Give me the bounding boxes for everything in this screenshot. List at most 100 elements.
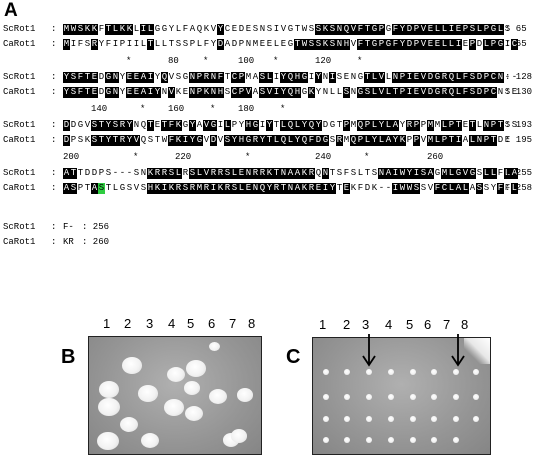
colony [167,367,185,382]
residue: A [385,135,392,146]
residue: S [504,120,511,130]
column-label-8: 8 [461,317,469,332]
residue: V [427,183,434,193]
residue: D [406,24,413,35]
residue: R [189,183,196,194]
residue: S [168,168,175,179]
residue: W [399,183,406,194]
residue: T [364,24,371,35]
residue: N [336,39,343,50]
residue: P [231,120,238,130]
residue: F [77,72,84,83]
residue: R [308,168,315,179]
residue: Y [105,120,112,131]
residue: P [441,135,448,146]
colony [231,429,248,443]
residue: N [322,87,329,97]
residue: L [112,183,119,193]
residue: S [336,168,343,178]
separator: : [51,222,57,232]
residue: A [252,87,259,97]
residue: F [105,39,112,49]
residue: R [119,120,126,131]
colony [185,406,203,421]
residue: P [378,24,385,35]
colony [344,437,350,443]
residue: L [511,183,518,194]
residue: S [77,24,84,35]
residue: P [399,72,406,83]
residue: R [441,87,448,98]
residue: I [308,72,315,82]
residue: R [224,183,231,194]
residue: K [126,24,133,35]
colony [141,433,159,448]
colony [209,389,227,404]
residue: S [175,39,182,49]
residue: K [203,24,210,34]
residue: A [392,120,399,131]
column-label-3: 3 [362,317,370,332]
residue: M [441,168,448,179]
colony [164,399,184,416]
residue: N [245,39,252,49]
colony [120,417,138,432]
residue: F [308,135,315,146]
residue: H [294,87,301,98]
ruler-star: * [210,104,216,114]
residue: V [420,39,427,50]
residue: G [357,72,364,82]
colony [186,360,206,377]
residue: Q [280,135,287,146]
residue: F [357,39,364,50]
residue: Y [378,120,385,131]
residue: Y [98,39,105,49]
column-label-4: 4 [168,316,176,331]
separator: : [51,72,57,82]
residue: L [273,39,280,49]
residue: R [252,135,259,146]
column-label-6: 6 [208,316,216,331]
residue: S [70,72,77,83]
residue: Y [266,120,273,131]
colony [366,394,372,400]
residue: P [483,24,490,35]
residue: P [462,24,469,35]
residue: R [259,168,266,179]
residue: I [70,39,77,49]
ruler-number: 200 [63,152,80,162]
residue: S [413,183,420,194]
residue: F [497,183,504,194]
residue: R [175,183,182,194]
colony [122,357,142,374]
residue: C [231,87,238,98]
residue: E [245,183,252,194]
residue: D [70,120,77,130]
sequence-name: CaRot1 [3,237,36,247]
ruler-number: 100 [238,56,255,66]
residue: E [511,87,518,97]
panel-label-b: B [61,346,76,368]
column-label-8: 8 [248,316,256,331]
residue: G [210,120,217,131]
residue: R [203,72,210,83]
residue: F [168,135,175,146]
residue: T [364,72,371,83]
residue: F [392,24,399,35]
residue: Y [315,72,322,83]
residue: D [322,120,329,130]
residue: E [343,183,350,194]
residue: G [245,135,252,146]
residue: L [441,24,448,35]
residue: L [161,39,168,49]
residue-count: : 65 [505,39,527,49]
residue: L [448,39,455,50]
residue: E [133,87,140,98]
ruler-star: * [273,56,279,66]
residue: S [420,183,427,193]
residue: S [77,135,84,145]
residue: G [385,24,392,34]
residue: I [406,72,413,83]
